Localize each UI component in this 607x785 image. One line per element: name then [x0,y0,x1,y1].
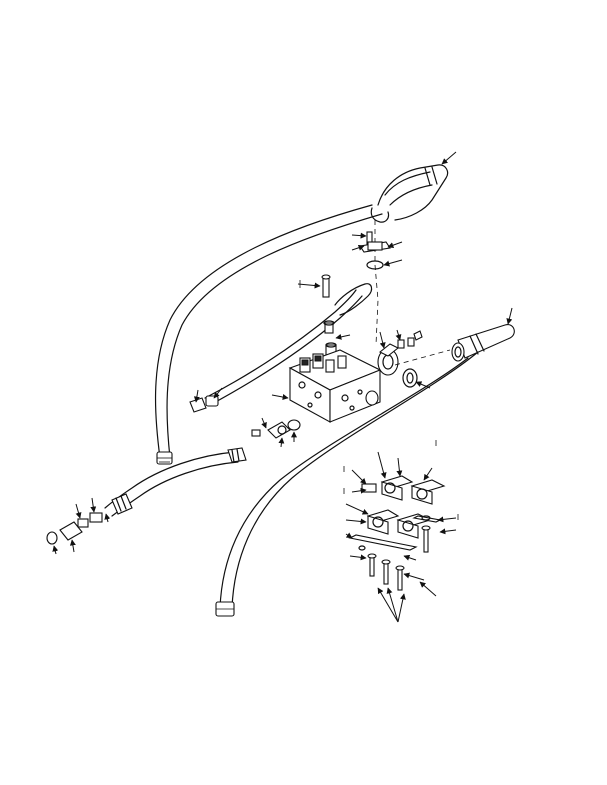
valve-manifold-block [271,349,382,423]
hose-right-long [215,307,515,617]
hose-lower-left [104,447,247,517]
hose-left-long [154,204,383,465]
hose-top-coupling [370,151,457,223]
flange-coupling-right [377,329,431,389]
flange-fittings-left [251,417,301,448]
hose-short-middle [189,283,373,413]
end-fittings-left [46,497,111,555]
long-pin [297,274,331,298]
block-top-fittings [323,320,351,356]
hose-clamp-assembly [343,440,459,623]
clamp-upper-parts [351,231,403,270]
